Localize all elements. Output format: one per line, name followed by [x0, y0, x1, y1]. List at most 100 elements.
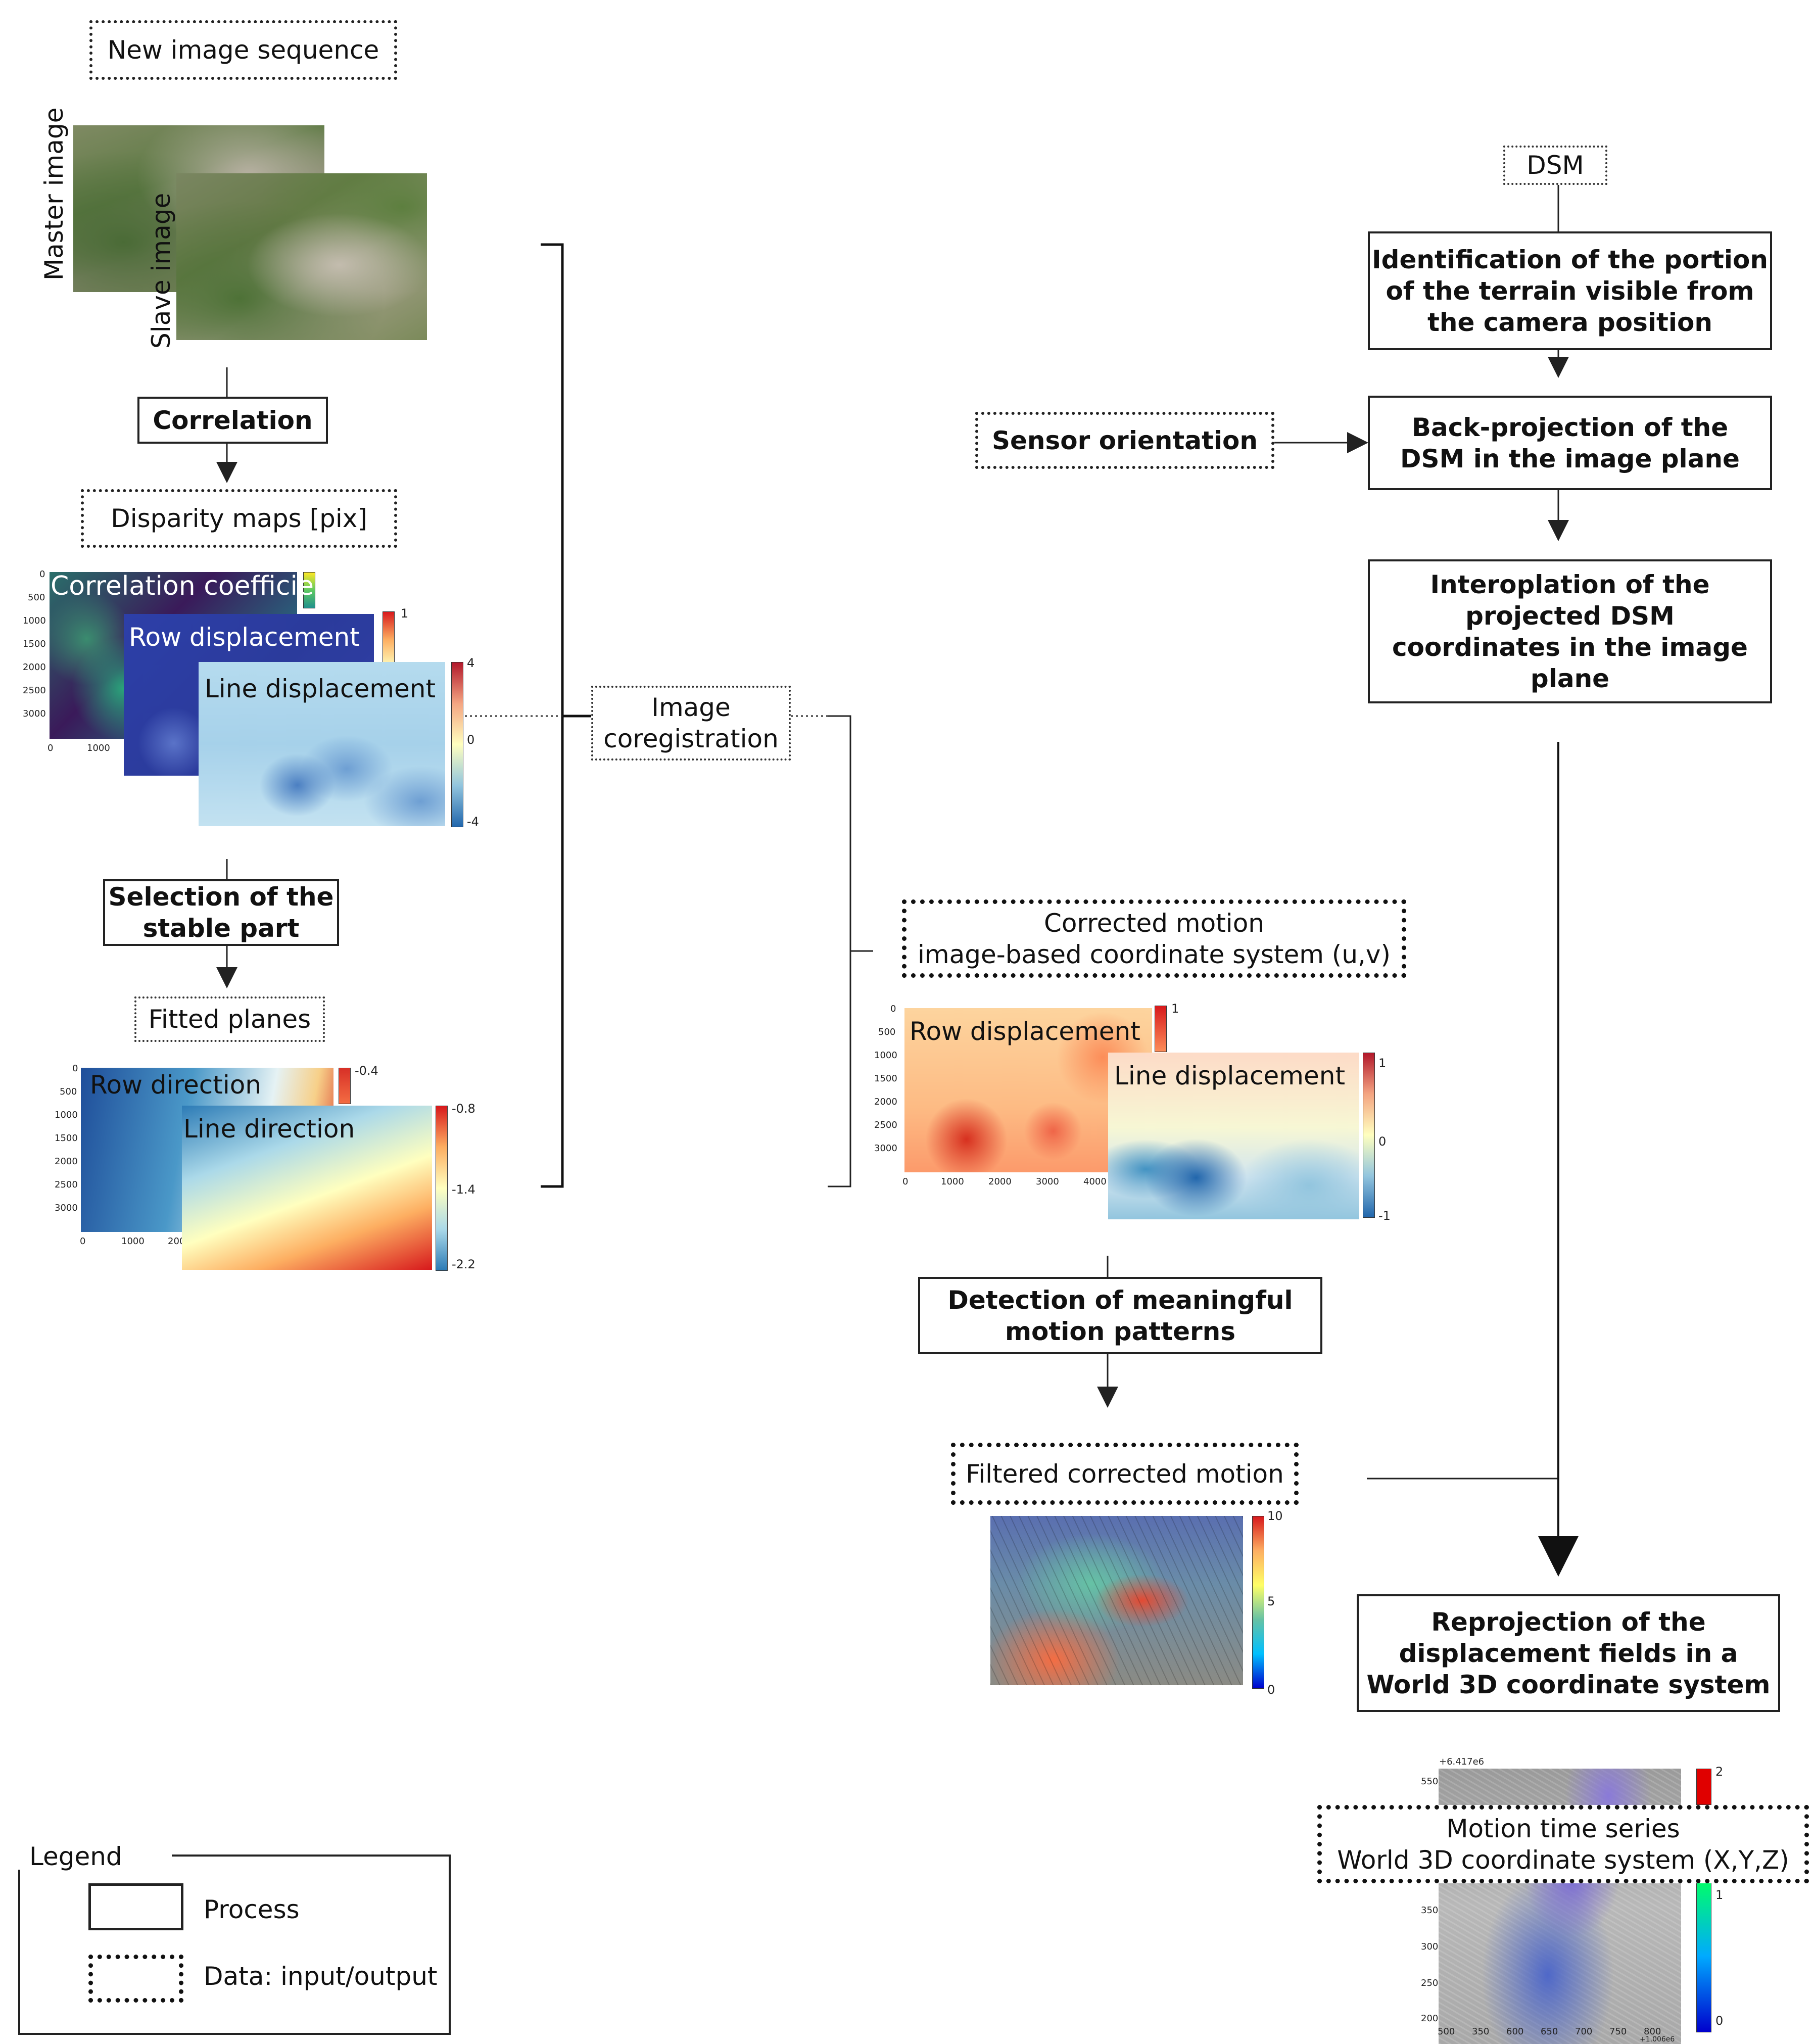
detection-motion-patterns-process: Detection of meaningful motion patterns — [918, 1277, 1322, 1354]
backprojection-label-line1: Back-projection of the — [1411, 412, 1729, 442]
image-coreg-label-line2: coregistration — [603, 724, 779, 753]
filtered-motion-map — [990, 1516, 1243, 1685]
motion-time-series-node: Motion time series World 3D coordinate s… — [1317, 1805, 1809, 1883]
corrected-y-tick-3: 1500 — [874, 1073, 897, 1084]
plane-y-tick-6: 3000 — [55, 1203, 78, 1213]
corrected-y-tick-0: 0 — [890, 1004, 896, 1014]
backprojection-dsm-process: Back-projection of the DSM in the image … — [1368, 396, 1772, 490]
plane-y-tick-5: 2500 — [55, 1179, 78, 1190]
corrected-x-tick-4: 4000 — [1083, 1176, 1107, 1187]
selection-stable-part-process: Selection of the stable part — [103, 879, 339, 946]
correlation-process: Correlation — [137, 397, 328, 444]
correlation-colorbar — [303, 572, 315, 608]
filtered-cbar-min: 0 — [1267, 1683, 1275, 1697]
filtered-motion-colorbar — [1252, 1516, 1264, 1689]
corrected-motion-node: Corrected motion image-based coordinate … — [902, 899, 1406, 978]
plane-y-tick-3: 1500 — [55, 1133, 78, 1144]
world-x-tick-3: 650 — [1541, 2026, 1558, 2037]
disparity-y-tick-0: 0 — [39, 569, 45, 580]
corrected-motion-label-line2: image-based coordinate system (u,v) — [917, 939, 1391, 969]
line-displacement-cbar-min: -4 — [467, 815, 479, 829]
disparity-y-tick-1: 500 — [28, 592, 45, 603]
reprojection-label-line3: World 3D coordinate system — [1366, 1670, 1771, 1699]
world-cbar-top: 2 — [1715, 1765, 1724, 1779]
disparity-maps-node: Disparity maps [pix] — [81, 489, 397, 548]
dsm-node: DSM — [1503, 146, 1607, 185]
corrected-y-tick-2: 1000 — [874, 1050, 897, 1061]
disparity-y-tick-4: 2000 — [23, 662, 46, 673]
world-colorbar-bottom — [1696, 1880, 1711, 2032]
world-y-tick-550: 550 — [1421, 1776, 1439, 1787]
world-colorbar-top — [1696, 1769, 1711, 1805]
corrected-line-cbar-max: 1 — [1378, 1056, 1387, 1070]
world-x-tick-6: 800 — [1644, 2026, 1661, 2037]
corrected-line-cbar-min: -1 — [1378, 1209, 1391, 1223]
line-direction-cbar-mid: -1.4 — [452, 1182, 475, 1197]
legend-data-label: Data: input/output — [204, 1962, 438, 1991]
slave-image-photo — [176, 173, 427, 340]
interpolation-label-line1: Interoplation of the — [1430, 569, 1710, 599]
corrected-x-tick-3: 3000 — [1036, 1176, 1059, 1187]
interpolation-label-line3: coordinates in the image — [1392, 632, 1748, 662]
corrected-y-tick-5: 2500 — [874, 1120, 897, 1130]
reprojection-label-line1: Reprojection of the — [1431, 1607, 1706, 1637]
correlation-label: Correlation — [153, 405, 313, 435]
line-displacement-map — [199, 662, 445, 826]
legend-title: Legend — [29, 1842, 122, 1871]
reprojection-label-line2: displacement fields in a — [1399, 1638, 1738, 1668]
line-direction-cbar-min: -2.2 — [452, 1257, 475, 1271]
filtered-cbar-max: 10 — [1267, 1509, 1283, 1523]
identification-label-line1: Identification of the portion — [1372, 245, 1768, 274]
row-direction-title: Row direction — [90, 1070, 261, 1100]
world-y-tick-200: 200 — [1421, 2013, 1439, 2024]
world-y-tick-300: 300 — [1421, 1941, 1439, 1952]
corrected-line-cbar-mid: 0 — [1378, 1134, 1387, 1149]
world-x-tick-0: 500 — [1438, 2026, 1455, 2037]
corrected-y-tick-1: 500 — [878, 1027, 896, 1037]
disparity-y-tick-2: 1000 — [23, 615, 46, 626]
line-displacement-title: Line displacement — [205, 674, 436, 703]
corrected-row-colorbar — [1155, 1006, 1167, 1052]
corrected-row-cbar-top: 1 — [1171, 1002, 1179, 1016]
new-image-sequence-label: New image sequence — [107, 35, 379, 65]
corrected-line-title: Line displacement — [1114, 1061, 1346, 1090]
detection-label-line1: Detection of meaningful — [947, 1285, 1293, 1315]
fitted-planes-node: Fitted planes — [134, 996, 325, 1042]
row-direction-cbar-top: -0.4 — [355, 1064, 378, 1078]
motion-ts-label-line2: World 3D coordinate system (X,Y,Z) — [1337, 1845, 1789, 1875]
corrected-x-tick-2: 2000 — [988, 1176, 1012, 1187]
sensor-orientation-node: Sensor orientation — [975, 412, 1274, 469]
plane-x-tick-1: 1000 — [121, 1236, 145, 1247]
disparity-x-tick-1: 1000 — [87, 743, 110, 753]
identification-label-line2: of the terrain visible from — [1386, 276, 1754, 306]
reprojection-world-3d-process: Reprojection of the displacement fields … — [1357, 1594, 1780, 1712]
world-y-tick-350: 350 — [1421, 1905, 1439, 1916]
filtered-motion-label: Filtered corrected motion — [966, 1459, 1284, 1489]
line-displacement-cbar-mid: 0 — [467, 733, 475, 747]
detection-label-line2: motion patterns — [1005, 1316, 1236, 1346]
legend-frame — [18, 1855, 451, 2035]
row-displacement-cbar-top: 1 — [401, 606, 409, 621]
corrected-y-tick-4: 2000 — [874, 1097, 897, 1107]
plane-y-tick-2: 1000 — [55, 1110, 78, 1120]
legend-process-label: Process — [204, 1895, 300, 1924]
plane-y-tick-4: 2000 — [55, 1156, 78, 1167]
world-x-tick-5: 750 — [1609, 2026, 1627, 2037]
line-displacement-cbar-max: 4 — [467, 656, 475, 670]
filtered-cbar-mid: 5 — [1267, 1594, 1275, 1608]
corrected-line-displacement-map — [1108, 1053, 1359, 1219]
interpolation-dsm-process: Interoplation of the projected DSM coord… — [1368, 559, 1772, 703]
world-x-tick-1: 350 — [1472, 2026, 1490, 2037]
fitted-planes-label: Fitted planes — [148, 1005, 311, 1034]
plane-y-tick-1: 500 — [60, 1086, 77, 1097]
corrected-y-tick-6: 3000 — [874, 1143, 897, 1154]
interpolation-label-line4: plane — [1530, 663, 1610, 693]
interpolation-label-line2: projected DSM — [1465, 601, 1675, 631]
world-x-tick-2: 600 — [1506, 2026, 1524, 2037]
line-direction-colorbar — [436, 1106, 448, 1271]
world-bottom-offset: +1.006e6 — [1640, 2035, 1675, 2043]
row-direction-colorbar — [339, 1068, 351, 1104]
legend-process-swatch — [88, 1883, 183, 1930]
row-displacement-title: Row displacement — [129, 623, 360, 652]
